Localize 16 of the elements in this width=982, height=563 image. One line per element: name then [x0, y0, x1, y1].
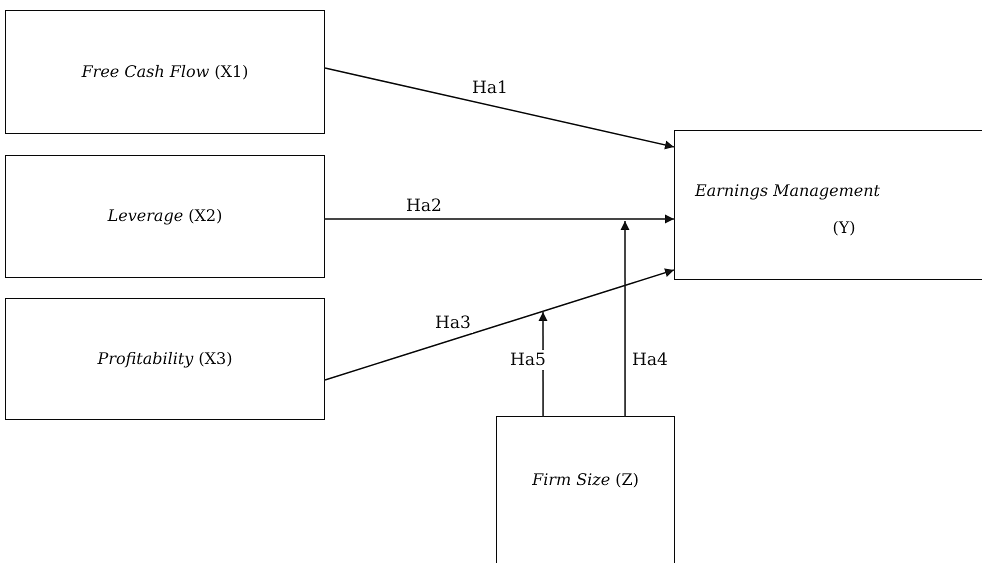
variable-box: [5, 298, 325, 420]
variable-box: [5, 10, 325, 134]
variable-label: (Y): [832, 218, 856, 239]
variable-label: Leverage (X2): [108, 206, 222, 227]
variable-label: Firm Size (Z): [532, 470, 639, 490]
variable-label: Free Cash Flow (X1): [82, 62, 248, 82]
variable-label: Profitability (X3): [98, 348, 232, 370]
edge-label: Ha3: [433, 313, 473, 333]
variable-box: [674, 130, 982, 280]
variable-label: Earnings Management: [695, 181, 880, 202]
arrow: [325, 214, 674, 224]
arrow: [324, 67, 674, 150]
variable-box: [5, 155, 325, 278]
arrow: [620, 221, 630, 416]
arrow: [324, 268, 674, 381]
variable-box: [496, 416, 675, 563]
